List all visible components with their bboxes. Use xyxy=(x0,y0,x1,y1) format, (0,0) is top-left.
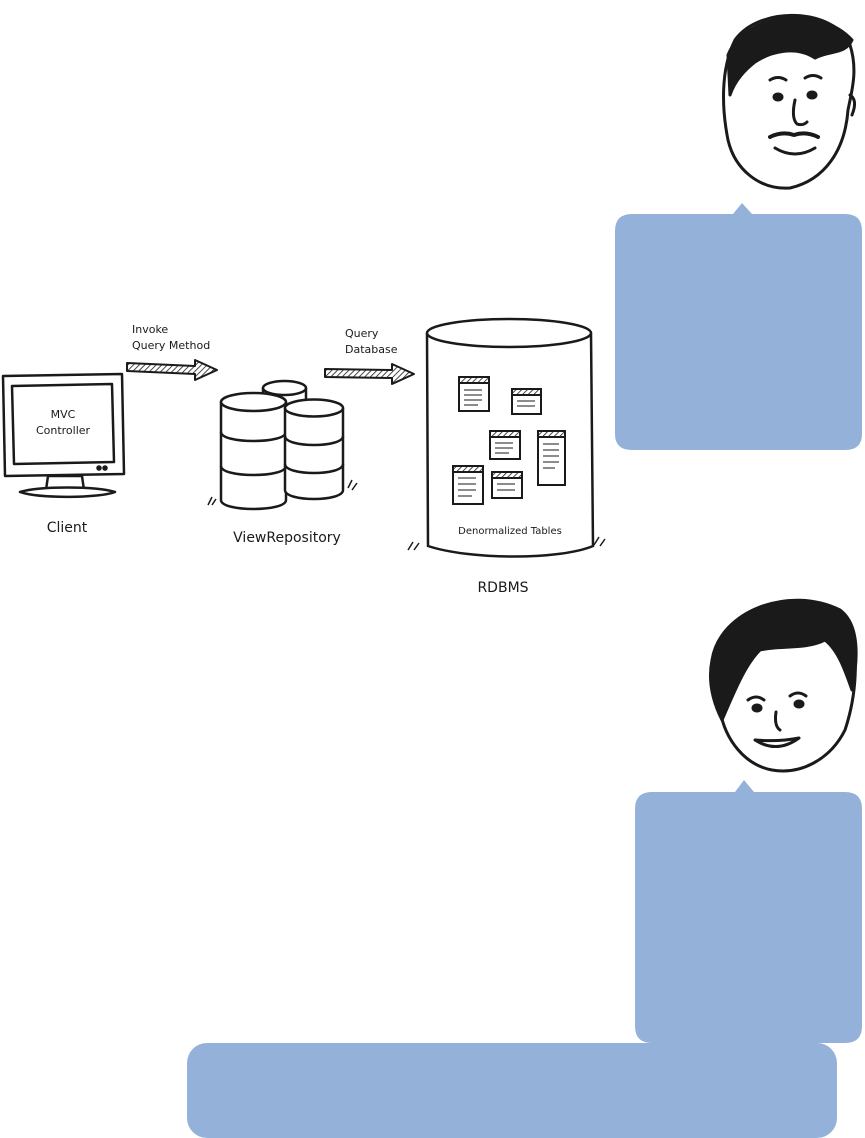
query-arrow-icon xyxy=(324,363,415,385)
view-repository-icon xyxy=(207,379,358,511)
table-doc-icon xyxy=(489,430,521,460)
invoke-arrow-icon xyxy=(126,359,218,381)
client-label: Client xyxy=(47,520,88,536)
table-doc-icon xyxy=(491,471,523,499)
table-doc-icon xyxy=(452,465,484,505)
rdbms-label: RDBMS xyxy=(477,580,528,596)
woman-speech-bubble xyxy=(635,780,862,1043)
man-speech-bubble xyxy=(615,203,862,450)
arrow2-label-line2: Database xyxy=(345,343,398,356)
table-document-icons xyxy=(452,376,566,505)
arrow1-label-line2: Query Method xyxy=(132,339,210,352)
bottom-callout-box xyxy=(187,1043,837,1138)
client-screen-line2: Controller xyxy=(36,424,91,437)
table-doc-icon xyxy=(537,430,566,486)
table-doc-icon xyxy=(458,376,490,412)
client-screen-line1: MVC xyxy=(51,408,76,421)
repository-label: ViewRepository xyxy=(233,530,341,546)
client-monitor-icon xyxy=(1,372,126,499)
woman-face-icon xyxy=(708,598,858,773)
rdbms-inner-label: Denormalized Tables xyxy=(458,526,562,537)
arrow1-label-line1: Invoke xyxy=(132,323,168,336)
arrow2-label-line1: Query xyxy=(345,327,379,340)
table-doc-icon xyxy=(511,388,542,415)
man-face-icon xyxy=(722,13,857,190)
